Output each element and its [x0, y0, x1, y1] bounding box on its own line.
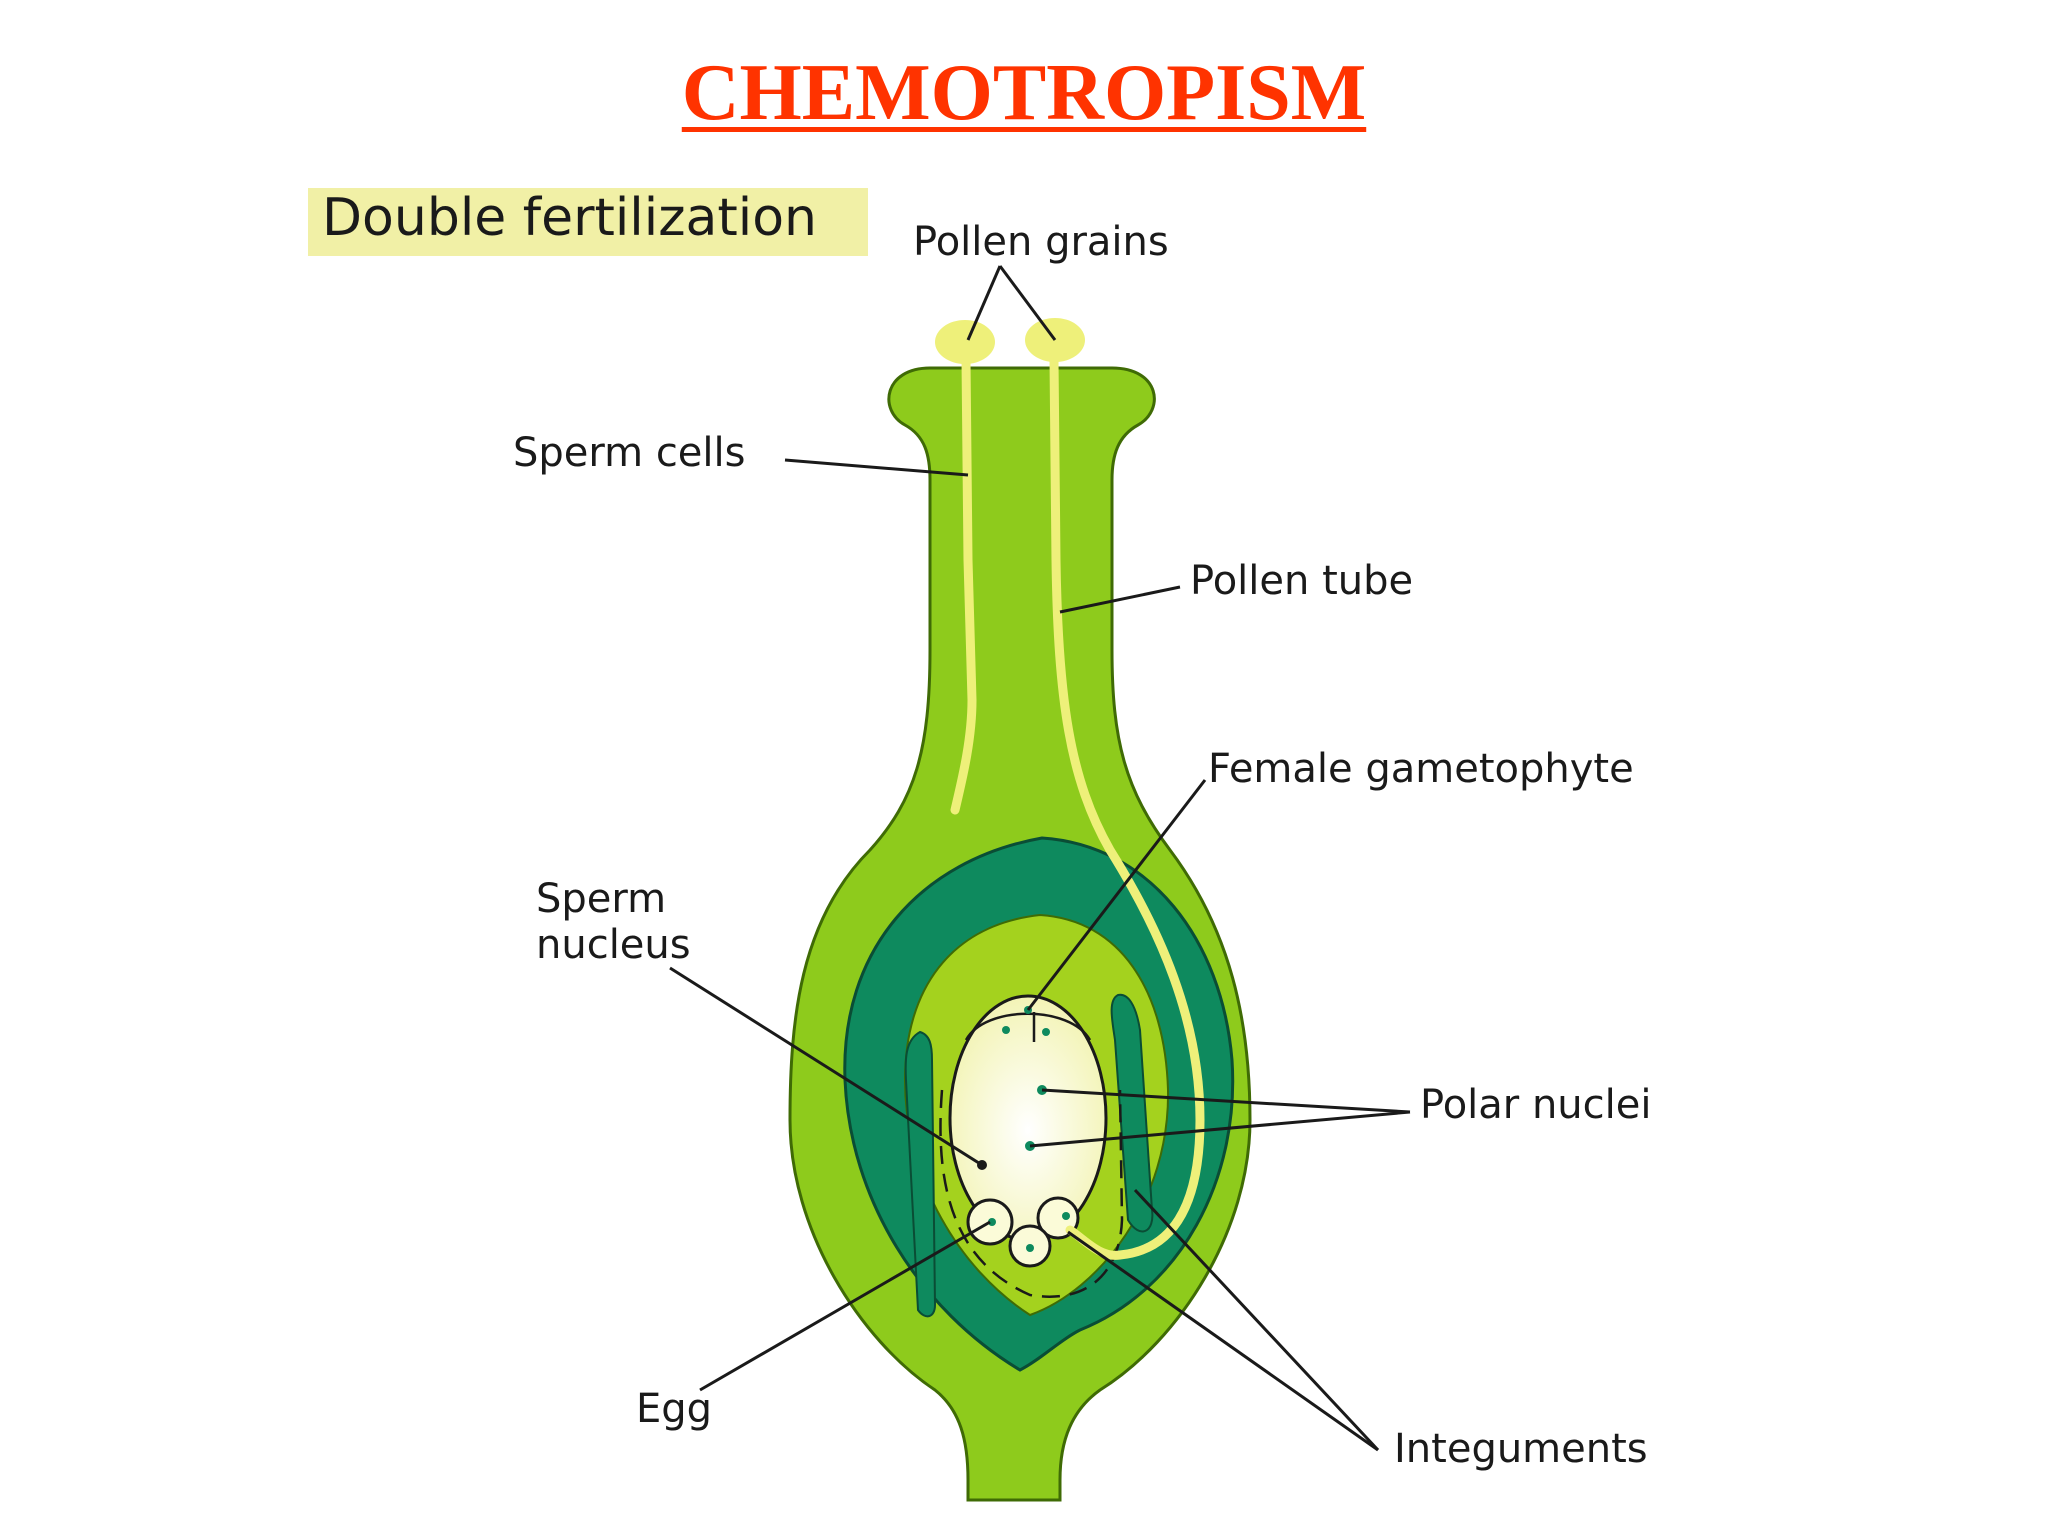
antipodal-nucleus — [1042, 1028, 1050, 1036]
label-sperm-cells: Sperm cells — [513, 430, 745, 476]
label-female-gametophyte: Female gametophyte — [1208, 746, 1634, 792]
polar-nuclei-leader — [1041, 1088, 1411, 1114]
synergid-nucleus — [1026, 1244, 1034, 1252]
egg-leader — [699, 1220, 991, 1392]
page-title: CHEMOTROPISM — [681, 49, 1367, 137]
label-sperm-nucleus-line1: Sperm — [536, 876, 666, 922]
antipodal-nucleus — [1002, 1026, 1010, 1034]
integuments-leader — [1133, 1188, 1380, 1452]
label-integuments: Integuments — [1394, 1426, 1648, 1472]
diagram-heading: Double fertilization — [322, 188, 817, 248]
sperm-cells-leader — [784, 458, 969, 477]
pollen-grains-leader — [998, 265, 1057, 341]
label-sperm-nucleus-line2: nucleus — [536, 922, 691, 968]
heading-box — [308, 188, 868, 256]
synergid-nucleus — [1062, 1212, 1070, 1220]
female-gametophyte — [948, 994, 1108, 1242]
pollen-grains-leader — [966, 265, 1002, 341]
integuments-leader — [1067, 1230, 1379, 1452]
pollen-tube-right — [1049, 355, 1205, 1260]
inner-integument-left — [904, 1030, 937, 1318]
egg-nucleus — [988, 1218, 996, 1226]
pollen-tube-left — [950, 355, 977, 815]
sperm-nucleus-leader — [669, 966, 983, 1167]
label-egg: Egg — [636, 1386, 712, 1432]
pollen-tube-leader — [1059, 585, 1181, 614]
female-gametophyte-leader — [1026, 779, 1207, 1011]
polar-nuclei-leader — [1029, 1110, 1411, 1148]
label-pollen-grains: Pollen grains — [913, 219, 1169, 265]
pollen-grain — [935, 320, 995, 364]
inner-integument-right — [1110, 993, 1154, 1233]
label-pollen-tube: Pollen tube — [1190, 558, 1413, 604]
label-polar-nuclei: Polar nuclei — [1420, 1082, 1651, 1128]
